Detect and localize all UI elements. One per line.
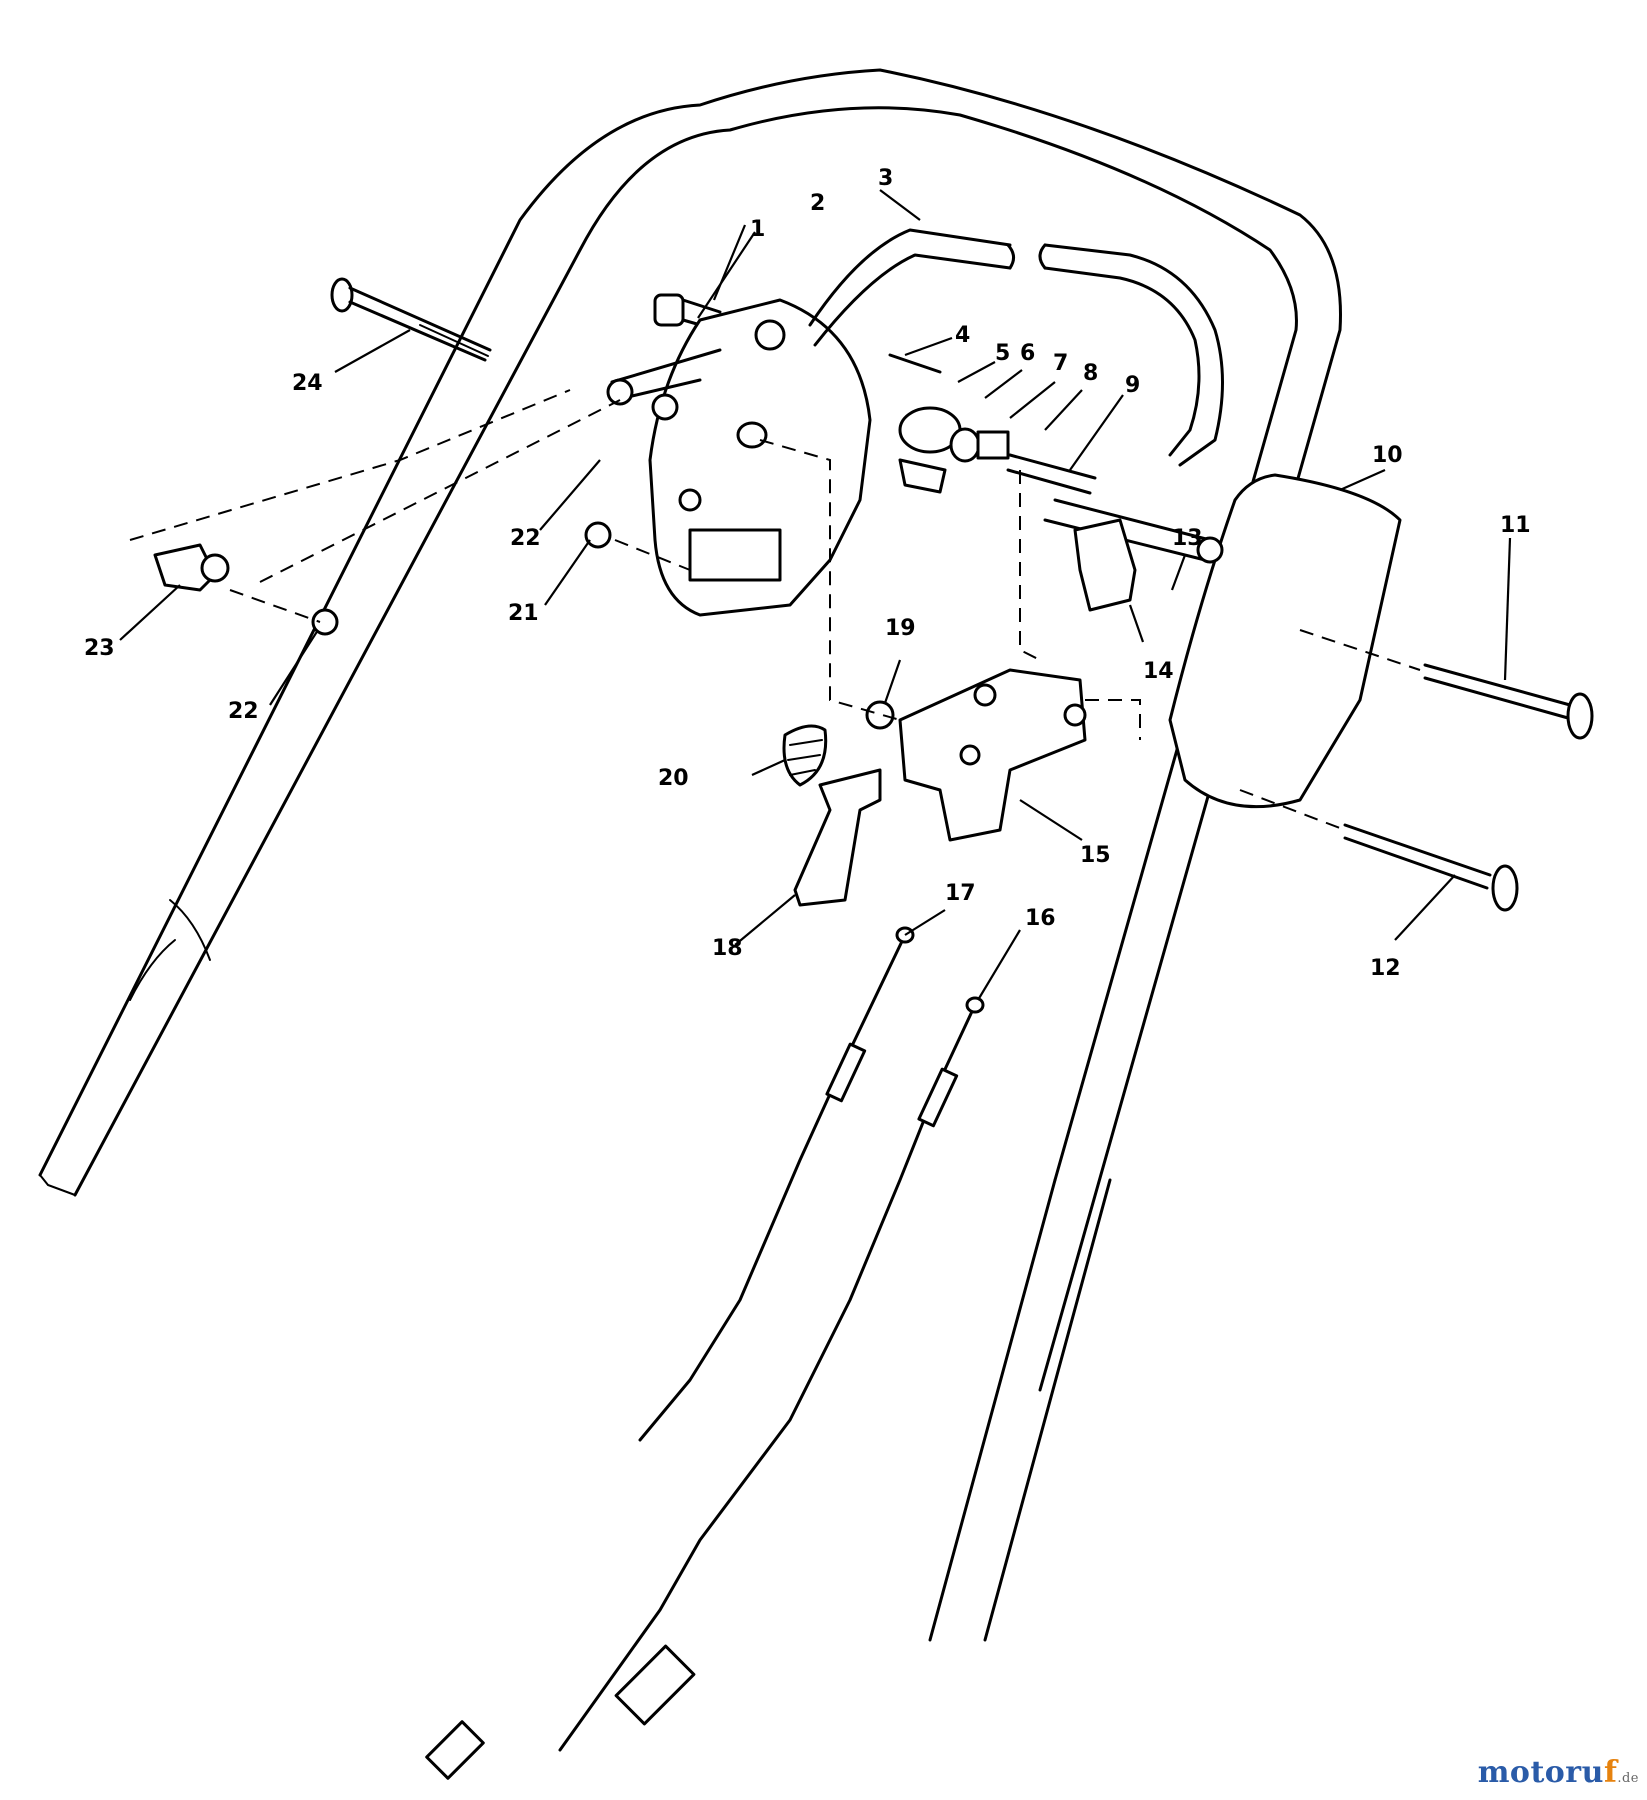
callout-3: 3 [878,166,893,191]
callout-22-lower: 22 [228,699,259,724]
part-18-19-20 [782,700,895,907]
callout-labels: 1 2 3 4 5 6 7 8 9 10 11 12 13 14 15 16 1… [84,166,1531,981]
callout-17: 17 [945,881,976,906]
callout-20: 20 [658,766,689,791]
callout-12: 12 [1370,956,1401,981]
callout-18: 18 [712,936,743,961]
part-24-bolt [330,277,492,362]
part-12-bolt [1343,823,1519,912]
callout-8: 8 [1083,361,1098,386]
callout-19: 19 [885,616,916,641]
callout-24: 24 [292,371,323,396]
callout-13: 13 [1172,526,1203,551]
parts-4-to-9 [888,353,1097,495]
control-cables [425,926,985,1780]
part-3-bail [808,228,1224,467]
callout-9: 9 [1125,373,1140,398]
callout-2: 2 [810,191,825,216]
callout-16: 16 [1025,906,1056,931]
part-2-housing [606,298,872,617]
callout-14: 14 [1143,659,1174,684]
callout-10: 10 [1372,443,1403,468]
callout-4: 4 [955,323,970,348]
callout-23: 23 [84,636,115,661]
parts-21-22-23 [153,393,679,636]
part-15-bracket [898,668,1087,842]
assembly-lines [129,389,1421,831]
callout-6: 6 [1020,341,1035,366]
callout-22-upper: 22 [510,526,541,551]
callout-15: 15 [1080,843,1111,868]
handle-tube [38,68,1342,1642]
callout-1: 1 [750,217,765,242]
callout-7: 7 [1053,351,1068,376]
callout-21: 21 [508,601,539,626]
callout-11: 11 [1500,513,1531,538]
leader-lines [119,189,1512,1001]
part-13-14-lever [1043,498,1224,612]
watermark-logo: motoruf.de [1477,1755,1639,1790]
part-10-cover [1168,473,1402,809]
callout-5: 5 [995,341,1010,366]
part-11-bolt [1423,663,1594,740]
